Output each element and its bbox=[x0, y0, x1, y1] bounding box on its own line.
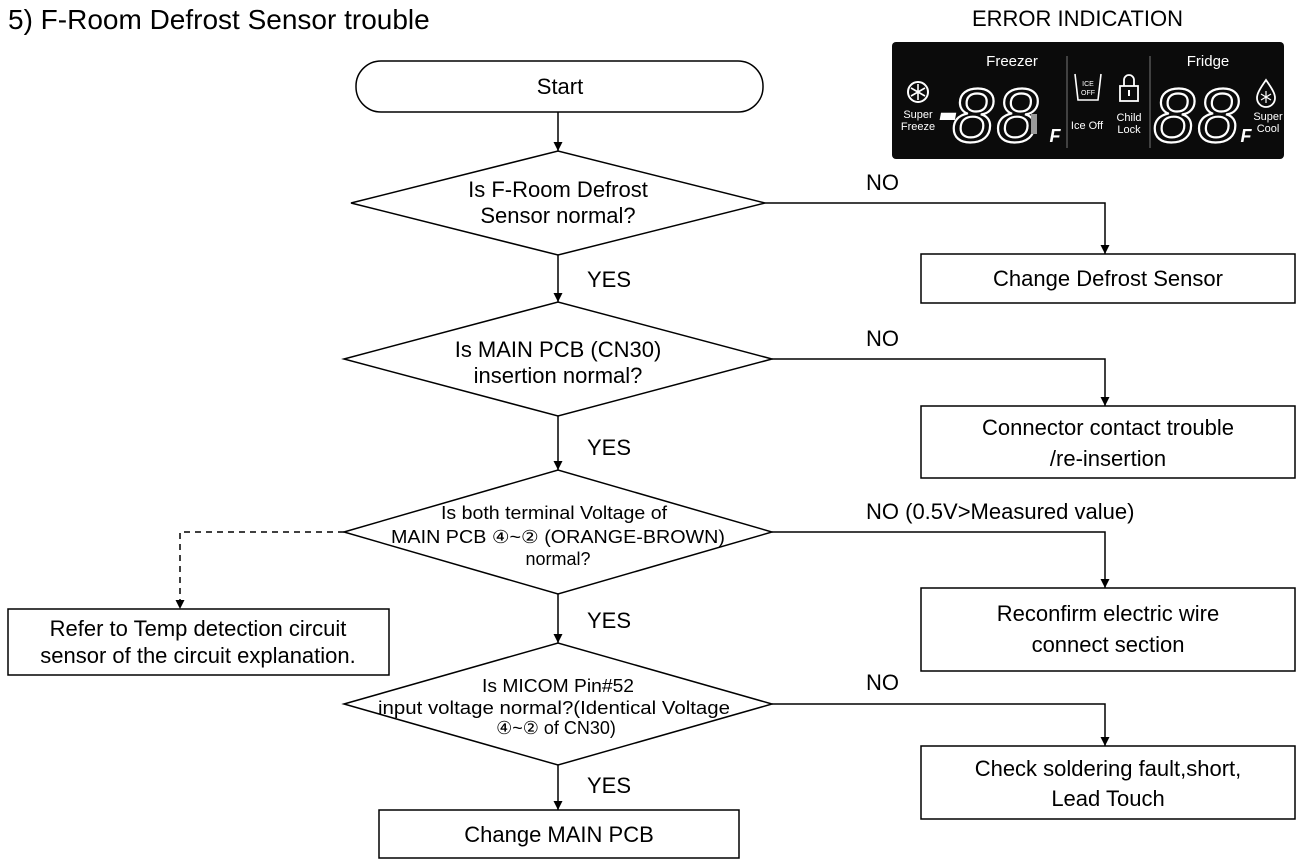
a3-line-2: connect section bbox=[1032, 632, 1185, 657]
action-change-defrost-sensor bbox=[920, 253, 1296, 304]
q3-line-2: MAIN PCB ④~② (ORANGE-BROWN) bbox=[391, 527, 725, 547]
action-change-main-pcb bbox=[378, 809, 740, 859]
arrow-q3-refer-dashed bbox=[175, 531, 344, 609]
ice-off-badge-2: OFF bbox=[1081, 90, 1095, 97]
no-label-1: NO bbox=[866, 170, 899, 195]
a4-line-1: Check soldering fault,short, bbox=[975, 756, 1242, 781]
q3-line-3: normal? bbox=[525, 549, 590, 569]
q2-line-2: insertion normal? bbox=[474, 363, 643, 388]
freezer-digit-highlight bbox=[1031, 114, 1037, 134]
freezer-label: Freezer bbox=[986, 53, 1038, 70]
ice-off-label: Ice Off bbox=[1071, 120, 1104, 132]
super-cool-icon bbox=[1256, 78, 1276, 108]
q1-line-2: Sensor normal? bbox=[480, 203, 635, 228]
a2-line-1: Connector contact trouble bbox=[982, 415, 1234, 440]
action-connector-contact bbox=[920, 405, 1296, 479]
super-freeze-label-1: Super bbox=[903, 109, 933, 121]
a2-line-2: /re-insertion bbox=[1050, 446, 1166, 471]
q4-line-3: ④~② of CN30) bbox=[496, 718, 616, 738]
arrow-q4-no bbox=[772, 703, 1110, 746]
child-lock-icon bbox=[1119, 74, 1139, 102]
q4-line-1: Is MICOM Pin#52 bbox=[482, 676, 634, 696]
yes-label-3: YES bbox=[587, 608, 631, 633]
child-lock-label-1: Child bbox=[1116, 112, 1141, 124]
action-check-soldering bbox=[920, 745, 1296, 820]
arrow-q3-no bbox=[772, 531, 1110, 588]
ice-off-badge-1: ICE bbox=[1082, 81, 1094, 88]
start-terminal bbox=[355, 60, 764, 113]
super-cool-label-1: Super bbox=[1253, 111, 1283, 123]
a4-line-2: Lead Touch bbox=[1051, 786, 1164, 811]
freezer-minus-sign: - bbox=[938, 78, 958, 145]
refer-line-1: Refer to Temp detection circuit bbox=[50, 616, 347, 641]
error-indication-caption: ERROR INDICATION bbox=[971, 6, 1184, 31]
error-indication-panel: Super Freeze Freezer - 88 F ICE OFF Ice … bbox=[892, 42, 1284, 160]
no-label-3: NO (0.5V>Measured value) bbox=[866, 499, 1134, 524]
page-title: 5) F-Room Defrost Sensor trouble bbox=[8, 4, 430, 35]
super-freeze-label-2: Freeze bbox=[901, 121, 935, 133]
start-label: Start bbox=[537, 74, 583, 99]
a1-label: Change Defrost Sensor bbox=[993, 266, 1223, 291]
q2-line-1: Is MAIN PCB (CN30) bbox=[455, 337, 662, 362]
super-freeze-icon bbox=[907, 81, 929, 103]
yes-label-4: YES bbox=[587, 773, 631, 798]
fridge-temperature-digits: 88 bbox=[1153, 74, 1242, 159]
freezer-unit: F bbox=[1050, 126, 1062, 146]
yes-label-2: YES bbox=[587, 435, 631, 460]
end-box-label: Change MAIN PCB bbox=[464, 822, 654, 847]
child-lock-label-2: Lock bbox=[1117, 124, 1141, 136]
super-cool-label-2: Cool bbox=[1257, 123, 1280, 135]
q4-line-2: input voltage normal?(Identical Voltage bbox=[378, 698, 730, 718]
no-label-4: NO bbox=[866, 670, 899, 695]
ice-off-icon bbox=[1074, 73, 1102, 101]
no-label-2: NO bbox=[866, 326, 899, 351]
arrow-q2-no bbox=[772, 358, 1110, 406]
q3-line-1: Is both terminal Voltage of bbox=[441, 503, 668, 523]
yes-label-1: YES bbox=[587, 267, 631, 292]
fridge-unit: F bbox=[1241, 126, 1253, 146]
freezer-temperature-digits: 88 bbox=[952, 74, 1041, 159]
fridge-label: Fridge bbox=[1187, 53, 1230, 70]
q1-line-1: Is F-Room Defrost bbox=[468, 177, 648, 202]
refer-line-2: sensor of the circuit explanation. bbox=[40, 643, 356, 668]
a3-line-1: Reconfirm electric wire bbox=[997, 601, 1220, 626]
arrow-q1-no bbox=[765, 202, 1110, 254]
refer-temp-detection-box bbox=[7, 608, 390, 676]
action-reconfirm-wire bbox=[920, 587, 1296, 672]
